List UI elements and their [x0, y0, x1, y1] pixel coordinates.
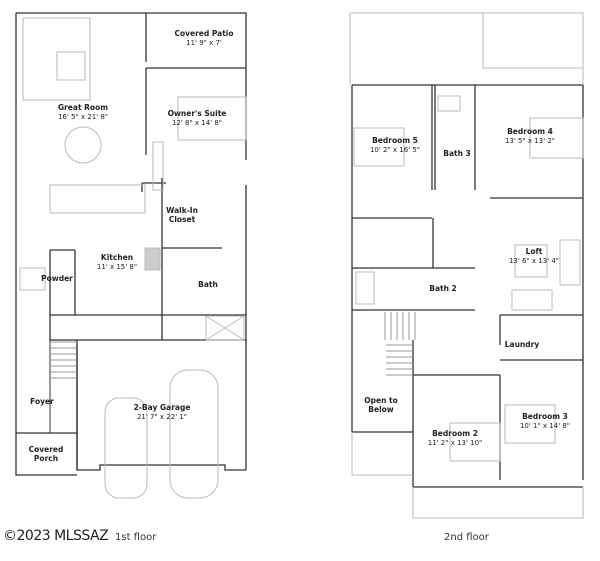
room-dims: 11' x 15' 8"	[96, 262, 138, 271]
room-name: Foyer	[30, 397, 54, 406]
room-name: Covered Porch	[28, 445, 64, 463]
room-name: Great Room	[57, 103, 109, 112]
floor-caption-1st: 1st floor	[115, 532, 157, 543]
room-label-bath-2: Bath 2	[429, 284, 457, 294]
floor-caption-2nd: 2nd floor	[444, 532, 489, 543]
room-label-covered-porch: Covered Porch	[25, 445, 67, 463]
room-name: Bedroom 2	[432, 429, 478, 438]
room-name: Covered Patio	[174, 29, 234, 38]
room-name: Kitchen	[100, 253, 134, 262]
room-label-laundry: Laundry	[504, 340, 540, 350]
room-name: Bedroom 5	[372, 136, 418, 145]
room-dims: 12' 8" x 14' 8"	[171, 118, 223, 127]
room-label-walk-in-closet: Walk-In Closet	[162, 206, 202, 224]
room-label-powder: Powder	[41, 274, 73, 284]
room-dims: 11' 9" x 7'	[186, 38, 222, 47]
room-label-foyer: Foyer	[30, 397, 54, 407]
room-name: Open to Below	[364, 396, 398, 414]
room-dims: 16' 5" x 21' 8"	[57, 112, 109, 121]
room-name: Bedroom 4	[507, 127, 553, 136]
room-dims: 21' 7" x 22' 1"	[136, 412, 188, 421]
room-name: Bath 2	[429, 284, 457, 293]
room-label-open-to-below: Open to Below	[361, 396, 401, 414]
room-dims: 11' 2" x 13' 10"	[427, 438, 483, 447]
room-name: Bath	[198, 280, 218, 289]
room-name: Bath 3	[443, 149, 471, 158]
room-name: 2-Bay Garage	[133, 403, 191, 412]
room-name: Loft	[525, 247, 543, 256]
room-name: Laundry	[504, 340, 540, 349]
copyright-watermark: ©2023 MLSSAZ	[3, 528, 109, 544]
room-dims: 13' 6" x 13' 4"	[508, 256, 560, 265]
room-name: Bedroom 3	[522, 412, 568, 421]
room-name: Owner's Suite	[167, 109, 227, 118]
room-name: Powder	[41, 274, 73, 283]
room-dims: 10' 1" x 14' 8"	[519, 421, 571, 430]
room-dims: 10' 2" x 16' 5"	[369, 145, 421, 154]
room-dims: 13' 5" x 13' 2"	[504, 136, 556, 145]
room-name: Walk-In Closet	[166, 206, 198, 224]
room-label-bath: Bath	[198, 280, 218, 290]
room-label-bath-3: Bath 3	[443, 149, 471, 159]
